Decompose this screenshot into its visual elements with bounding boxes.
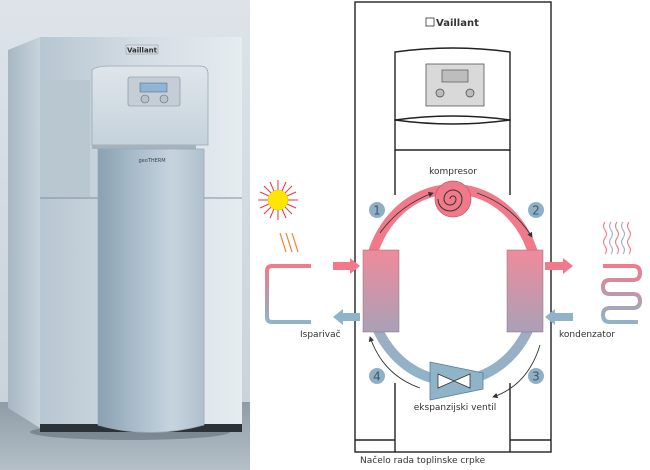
step-badge-1: 1 [369,202,385,218]
product-photo: Vaillant geoTHERM [0,0,250,470]
svg-text:2: 2 [532,204,540,218]
expansion-valve-label: ekspanzijski ventil [414,403,496,413]
sun-icon [258,180,298,220]
heat-pump-diagram: Vaillant kompresor ekspanzijski ventil 1… [258,1,643,466]
heating-coil [600,264,643,324]
display-panel [425,63,485,107]
flow-arrows [368,192,541,399]
evaporator-label: Isparivač [300,329,341,340]
model-label: geoTHERM [138,158,165,164]
step-badge-4: 4 [369,368,385,384]
vaillant-logo: Vaillant [125,44,159,55]
diagram-caption: Načelo rada toplinske crpke [360,455,486,466]
svg-text:Vaillant: Vaillant [436,18,479,29]
vaillant-logo-diagram: Vaillant [425,17,479,29]
hot-inflow-arrow [333,258,360,274]
evaporator-exchanger [362,249,400,333]
ground-loop-pipe [265,264,311,324]
svg-text:4: 4 [373,370,381,384]
svg-text:3: 3 [532,370,540,384]
control-panel [127,76,181,107]
sun-rays-icon [279,232,299,253]
svg-text:Vaillant: Vaillant [127,47,158,55]
expansion-valve-icon [429,361,484,401]
step-badge-3: 3 [528,368,544,384]
hot-outflow-arrow [545,258,573,274]
condenser-label: kondenzator [559,330,615,340]
svg-text:1: 1 [373,204,381,218]
condenser-exchanger [506,249,544,333]
heat-waves-icon [602,221,632,255]
step-badge-2: 2 [528,202,544,218]
cold-return-arrow [545,309,573,325]
cold-outflow-arrow [333,309,360,325]
cabinet-outline [354,1,552,453]
compressor-icon [434,180,472,218]
compressor-label: kompresor [429,167,477,177]
